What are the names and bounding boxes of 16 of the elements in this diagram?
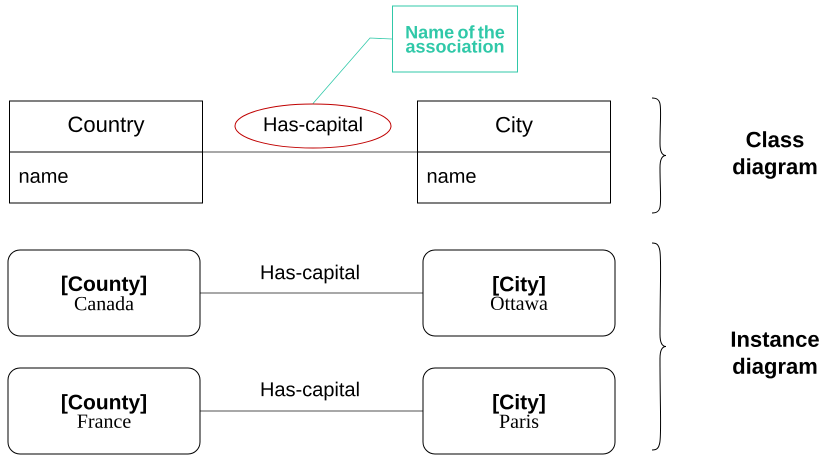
edge-label: Has-capital [264,116,362,136]
connector-line [200,410,423,412]
edge-label: Has-capital [262,382,359,400]
object-box: [County] France [8,368,200,454]
object-box: [City] Paris [422,368,616,454]
section-label: Instance diagram [732,332,819,378]
class-box: City name [417,100,611,204]
object-box: [City] Ottawa [422,250,616,336]
class-box: Country name [9,100,203,204]
edge-label: Has-capital [262,264,359,284]
callout-box: Name of the association [392,6,518,72]
connector-line [200,292,423,294]
object-box: [County] Canada [8,250,200,336]
highlight-ellipse [234,104,392,148]
leader-line [312,38,392,104]
section-label: Class diagram [733,131,816,179]
